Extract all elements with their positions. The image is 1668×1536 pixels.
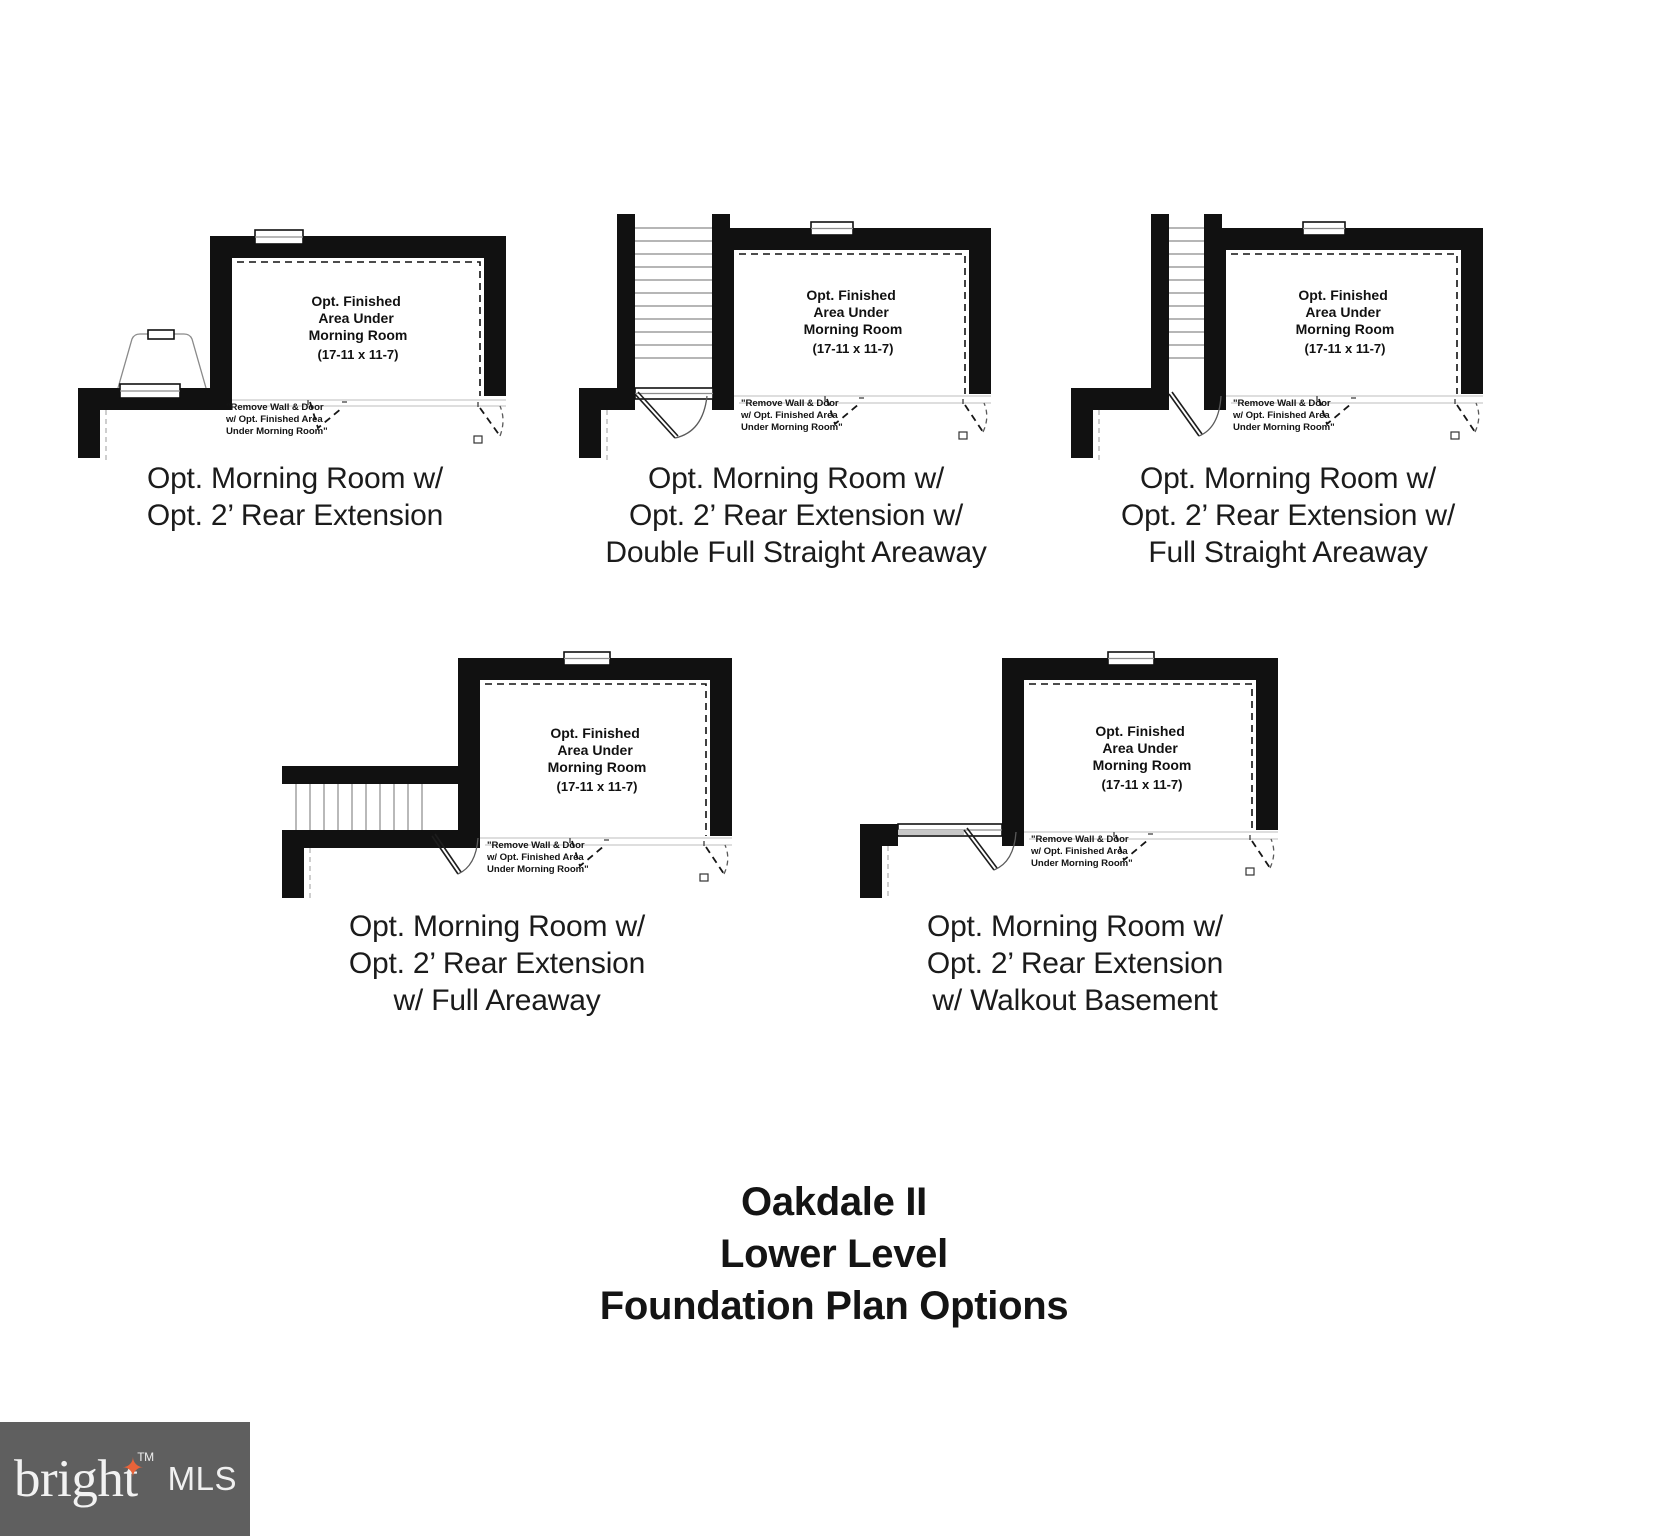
plan-3-svg: "Remove Wall & Door w/ Opt. Finished Are… (1071, 214, 1483, 464)
remove-wall-note: "Remove Wall & Door w/ Opt. Finished Are… (486, 840, 589, 875)
wall-lower-stub-right (1204, 388, 1226, 410)
door-swing-center (1113, 832, 1154, 862)
title-line-sheet: Foundation Plan Options (599, 1284, 1069, 1328)
room-boundary-dashed (237, 261, 481, 396)
room-dimensions: (17-11 x 11-7) (1305, 341, 1386, 356)
plan-4-caption: Opt. Morning Room w/ Opt. 2’ Rear Extens… (348, 910, 646, 1018)
star-icon: ✦ (121, 1452, 145, 1483)
plan-option-1[interactable]: "Remove Wall & Door w/ Opt. Finished Are… (60, 196, 530, 534)
wall-lower-left (860, 824, 898, 898)
plan-2-caption: Opt. Morning Room w/ Opt. 2’ Rear Extens… (605, 462, 987, 570)
window-top (563, 651, 611, 666)
trapezoid-areaway (117, 329, 207, 389)
window-top (810, 221, 854, 236)
room-boundary-dashed (1231, 253, 1458, 394)
watermark-brand-text: bright (14, 1449, 138, 1508)
plan-1-drawing: "Remove Wall & Door w/ Opt. Finished Are… (70, 196, 520, 464)
window-lower-left (119, 383, 181, 399)
wall-lower-left (78, 388, 232, 458)
areaway-wall-right (1204, 214, 1222, 410)
plan-3-drawing: "Remove Wall & Door w/ Opt. Finished Are… (1063, 196, 1513, 464)
bright-mls-watermark: bright ✦ TM MLS (0, 1422, 250, 1536)
plan-4-svg: "Remove Wall & Door w/ Opt. Finished Are… (282, 651, 732, 902)
areaway-wall-bottom (282, 830, 480, 848)
room-dimensions: (17-11 x 11-7) (1102, 777, 1183, 792)
plan-2-svg: "Remove Wall & Door w/ Opt. Finished Are… (579, 214, 991, 464)
stair-treads (635, 227, 712, 359)
room-label: Opt. Finished Area Under Morning Room (804, 287, 903, 337)
room-boundary-dashed (1029, 683, 1253, 830)
room-label: Opt. Finished Area Under Morning Room (1093, 723, 1192, 773)
wall-outline (1204, 228, 1483, 394)
room-label: Opt. Finished Area Under Morning Room (1296, 287, 1395, 337)
room-label: Opt. Finished Area Under Morning Room (309, 293, 408, 343)
remove-wall-note: "Remove Wall & Door w/ Opt. Finished Are… (740, 398, 843, 433)
title-block: Oakdale II Lower Level Foundation Plan O… (0, 1176, 1668, 1332)
wall-outline (458, 658, 732, 836)
window-top (1107, 651, 1155, 666)
stair-treads (1169, 227, 1204, 359)
wall-outline (210, 236, 506, 396)
wall-lower-left-return (282, 830, 304, 898)
room-boundary-dashed (739, 253, 966, 394)
wall-lower-stub-right (1002, 824, 1024, 846)
remove-wall-note: "Remove Wall & Door w/ Opt. Finished Are… (225, 402, 328, 437)
room-label: Opt. Finished Area Under Morning Room (548, 725, 647, 775)
exterior-door (634, 387, 714, 439)
plan-1-caption: Opt. Morning Room w/ Opt. 2’ Rear Extens… (146, 462, 444, 533)
plan-4-drawing: "Remove Wall & Door w/ Opt. Finished Are… (272, 640, 732, 902)
room-dimensions: (17-11 x 11-7) (557, 779, 638, 794)
plan-option-2[interactable]: "Remove Wall & Door w/ Opt. Finished Are… (566, 196, 1026, 572)
plan-5-drawing: "Remove Wall & Door w/ Opt. Finished Are… (850, 640, 1300, 898)
plan-2-drawing: "Remove Wall & Door w/ Opt. Finished Are… (571, 196, 1021, 464)
door-swing-right (473, 402, 504, 444)
remove-wall-note: "Remove Wall & Door w/ Opt. Finished Are… (1030, 834, 1133, 869)
window-top (1302, 221, 1346, 236)
plan-3-caption: Opt. Morning Room w/ Opt. 2’ Rear Extens… (1120, 462, 1456, 570)
door-swing-center (307, 400, 348, 430)
areaway-wall-right (712, 214, 730, 410)
areaway-wall-left (617, 214, 635, 410)
wall-outline (712, 228, 991, 394)
door-swing-right (699, 841, 729, 882)
exterior-door (431, 833, 479, 875)
plan-5-svg: "Remove Wall & Door w/ Opt. Finished Are… (860, 651, 1278, 898)
exterior-door (1168, 391, 1222, 437)
plan-option-5[interactable]: "Remove Wall & Door w/ Opt. Finished Are… (840, 640, 1310, 1020)
remove-wall-note: "Remove Wall & Door w/ Opt. Finished Are… (1232, 398, 1335, 433)
wall-lower-left (579, 388, 635, 458)
door-swing-right (958, 399, 988, 440)
door-swing-right (1450, 399, 1480, 440)
door-swing-center (824, 396, 865, 426)
plan-option-3[interactable]: "Remove Wall & Door w/ Opt. Finished Are… (1058, 196, 1518, 572)
wall-outline (1002, 658, 1278, 830)
door-swing-center (569, 838, 610, 868)
door-swing-right (1245, 835, 1275, 876)
trademark-mark: TM (137, 1449, 154, 1464)
wall-lower-left (1071, 388, 1169, 458)
window-top (254, 229, 304, 245)
door-swing-center (1316, 396, 1357, 426)
areaway-wall-left (1151, 214, 1169, 410)
plan-1-svg: "Remove Wall & Door w/ Opt. Finished Are… (78, 229, 506, 464)
room-dimensions: (17-11 x 11-7) (813, 341, 894, 356)
watermark-suffix: MLS (167, 1460, 237, 1497)
wall-lower-stub-right (712, 388, 734, 410)
watermark-brand: bright ✦ TM (14, 1449, 154, 1508)
plan-5-caption: Opt. Morning Room w/ Opt. 2’ Rear Extens… (926, 910, 1224, 1018)
room-dimensions: (17-11 x 11-7) (318, 347, 399, 362)
plan-option-4[interactable]: "Remove Wall & Door w/ Opt. Finished Are… (262, 640, 732, 1020)
areaway-wall-top (282, 766, 480, 784)
title-line-level: Lower Level (720, 1232, 948, 1276)
stair-treads (295, 784, 423, 830)
title-line-plan-name: Oakdale II (741, 1180, 927, 1224)
room-boundary-dashed (485, 683, 707, 836)
sliding-door (897, 823, 1017, 871)
